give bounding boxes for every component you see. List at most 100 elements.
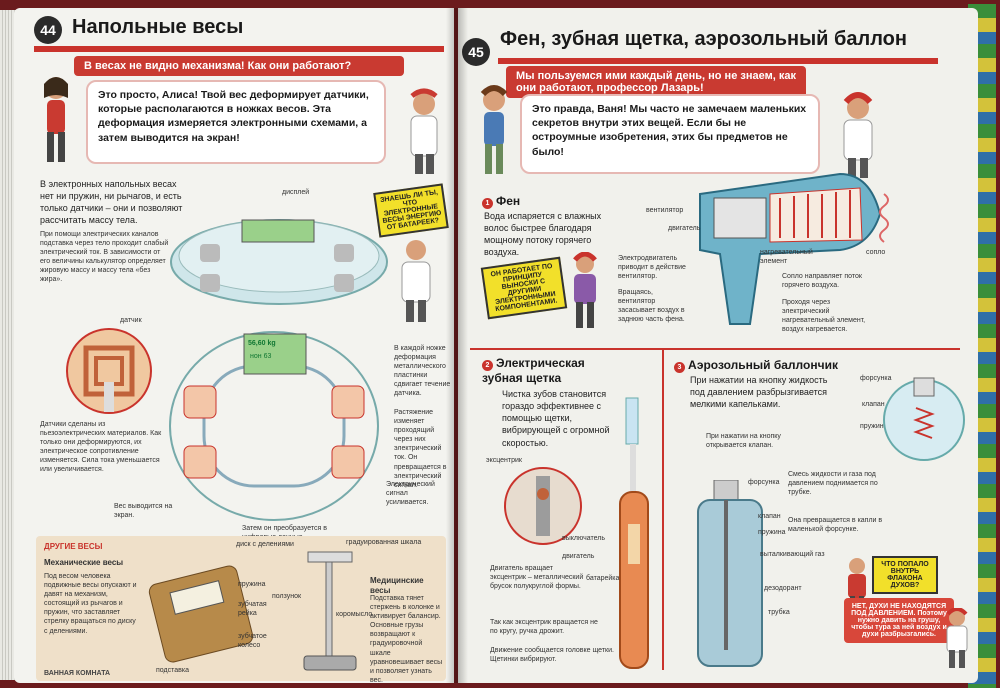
scale-topview — [169, 331, 379, 521]
step1-text: В каждой ножке деформация металлического… — [394, 345, 451, 398]
left-intro: В электронных напольных весах нет ни пру… — [40, 179, 183, 226]
brush-text: Чистка зубов становится гораздо эффектив… — [502, 389, 610, 448]
left-intro-small: При помощи электрических каналов подстав… — [40, 231, 169, 284]
valve-closeup — [883, 377, 965, 461]
professor-lazar — [843, 92, 873, 178]
sections-divider — [470, 348, 960, 350]
boy-character — [480, 85, 508, 174]
aerosol-title-text: Аэрозольный баллончик — [688, 358, 838, 372]
label-nozzle2: форсунка — [860, 375, 892, 382]
label-propel: выталкивающий газ — [760, 551, 825, 558]
label-spring: пружина — [238, 581, 266, 588]
left-question: В весах не видно механизма! Как они рабо… — [74, 56, 404, 76]
book-gutter — [446, 8, 468, 683]
step3-text: Электрический сигнал усиливается. — [386, 481, 435, 507]
professor-character — [410, 88, 438, 174]
label-engine: двигатель — [562, 553, 595, 560]
aerosol-step1: При нажатии на кнопку открывается клапан… — [706, 433, 781, 450]
aerosol-question: ЧТО ПОПАЛО ВНУТРЬ ФЛАКОНА ДУХОВ? — [872, 556, 938, 594]
girl-character — [44, 77, 68, 162]
label-sensor: датчик — [120, 317, 142, 324]
sensors-text: Датчики сделаны из пьезоэлектрических ма… — [40, 421, 162, 474]
aerosol-step3: Она превращается в капли в маленькой фор… — [788, 517, 883, 534]
aerosol-text: При нажатии на кнопку жидкость под давле… — [690, 375, 828, 410]
brush-ecc-text: Так как эксцентрик вращается не по кругу… — [490, 619, 598, 636]
aerosol-can-illustration — [697, 480, 763, 667]
professor-small-character — [946, 608, 968, 668]
label-lever: зубчатая рейка — [238, 601, 267, 618]
fen-fan-text: Вращаясь, вентилятор засасывает воздух в… — [618, 289, 685, 324]
label-motor: двигатель — [668, 225, 701, 232]
label-spring2: пружина — [860, 423, 888, 430]
left-answer: Это просто, Алиса! Твой вес деформирует … — [86, 80, 386, 164]
label-fan: вентилятор — [646, 207, 684, 214]
label-deodor: дезодорант — [764, 585, 802, 592]
label-nozzle3: форсунка — [748, 479, 780, 486]
mech-text: Под весом человека подвижные весы опуска… — [44, 573, 137, 635]
eccentric-closeup — [504, 467, 582, 545]
label-balance: коромысло — [336, 611, 373, 618]
fen-text: Вода испаряется с влажных волос быстрее … — [484, 211, 602, 258]
label-gear: зубчатое колесо — [238, 633, 267, 650]
mech-title: Механические весы — [44, 558, 124, 567]
med-title: Медицинские весы — [370, 576, 424, 596]
label-platform: подставка — [156, 667, 189, 674]
medical-scale-illustration — [303, 551, 357, 671]
inventor-character — [573, 252, 597, 328]
doctor-character — [401, 240, 431, 322]
step4-text: Вес выводится на экран. — [114, 503, 173, 520]
page-stack-left — [0, 10, 16, 680]
label-display: дисплей — [282, 189, 310, 196]
left-page-number: 44 — [34, 16, 62, 44]
screen-sub: нон 63 — [250, 353, 272, 360]
right-yellow-note: ОН РАБОТАЕТ ПО ПРИНЦИПУ ВЫНОСКИ С ДРУГИМ… — [480, 256, 568, 320]
left-yellow-note: ЗНАЕШЬ ЛИ ТЫ, ЧТО ЭЛЕКТРОННЫЕ ВЕСЫ ЭНЕРГ… — [373, 183, 449, 238]
left-footer: ВАННАЯ КОМНАТА — [44, 670, 111, 677]
brush-title-text: Электрическая зубная щетка — [482, 356, 585, 385]
fen-motor-text: Электродвигатель приводит в действие вен… — [618, 255, 686, 281]
label-disk: диск с делениями — [236, 541, 294, 548]
left-page-title: Напольные весы — [72, 16, 244, 38]
other-scales-box: ДРУГИЕ ВЕСЫ Механические весы Под весом … — [36, 536, 446, 683]
label-tube: трубка — [768, 609, 790, 616]
hairdryer-illustration — [699, 172, 889, 325]
other-scales-title: ДРУГИЕ ВЕСЫ — [44, 542, 103, 551]
label-valve: клапан — [862, 401, 885, 408]
label-nozzle: сопло — [866, 249, 886, 256]
label-eccentric: эксцентрик — [486, 457, 522, 464]
fen-heat-text: Проходя через электрический нагревательн… — [782, 299, 866, 334]
right-title-underline — [498, 58, 938, 64]
aerosol-step2: Смесь жидкости и газа под давлением подн… — [788, 471, 878, 497]
glass-scale-illustration — [170, 219, 388, 305]
fen-nozzle-text: Сопло направляет поток горячего воздуха. — [782, 273, 862, 290]
label-graduated: градуированная шкала — [346, 539, 422, 546]
aerosol-answer: НЕТ, ДУХИ НЕ НАХОДЯТСЯ ПОД ДАВЛЕНИЕМ. По… — [844, 598, 954, 643]
fen-title-text: Фен — [496, 194, 521, 208]
step2-text: Растяжение изменяет проходящий через них… — [394, 409, 447, 489]
label-switch: выключатель — [562, 535, 605, 542]
mechanical-scale-illustration — [148, 565, 254, 663]
left-page: 44 Напольные весы В весах не видно механ… — [14, 8, 454, 683]
brush-vibr-text: Движение сообщается головке щетки. Щетин… — [490, 647, 614, 664]
brush-motor-text: Двигатель вращает эксцентрик – металличе… — [490, 565, 584, 591]
left-title-underline — [34, 46, 444, 52]
label-battery: батарейка — [586, 575, 620, 582]
toothbrush-illustration — [619, 397, 649, 669]
right-page-title: Фен, зубная щетка, аэрозольный баллон — [500, 28, 907, 50]
right-question: Мы пользуемся ими каждый день, но не зна… — [506, 66, 806, 98]
med-text: Подставка тянет стержень в колонке и акт… — [370, 595, 443, 683]
right-page: 45 Фен, зубная щетка, аэрозольный баллон… — [458, 8, 978, 683]
label-spring3: пружина — [758, 529, 786, 536]
label-heater: нагревательный элемент — [760, 249, 813, 266]
right-answer: Это правда, Ваня! Мы часто не замечаем м… — [520, 94, 820, 174]
label-valve2: клапан — [758, 513, 781, 520]
section-divider-vertical — [662, 350, 664, 670]
label-hook: ползунок — [272, 593, 302, 600]
right-page-number: 45 — [462, 38, 490, 66]
sensor-closeup — [66, 328, 152, 414]
screen-weight: 56,60 kg — [248, 340, 276, 347]
